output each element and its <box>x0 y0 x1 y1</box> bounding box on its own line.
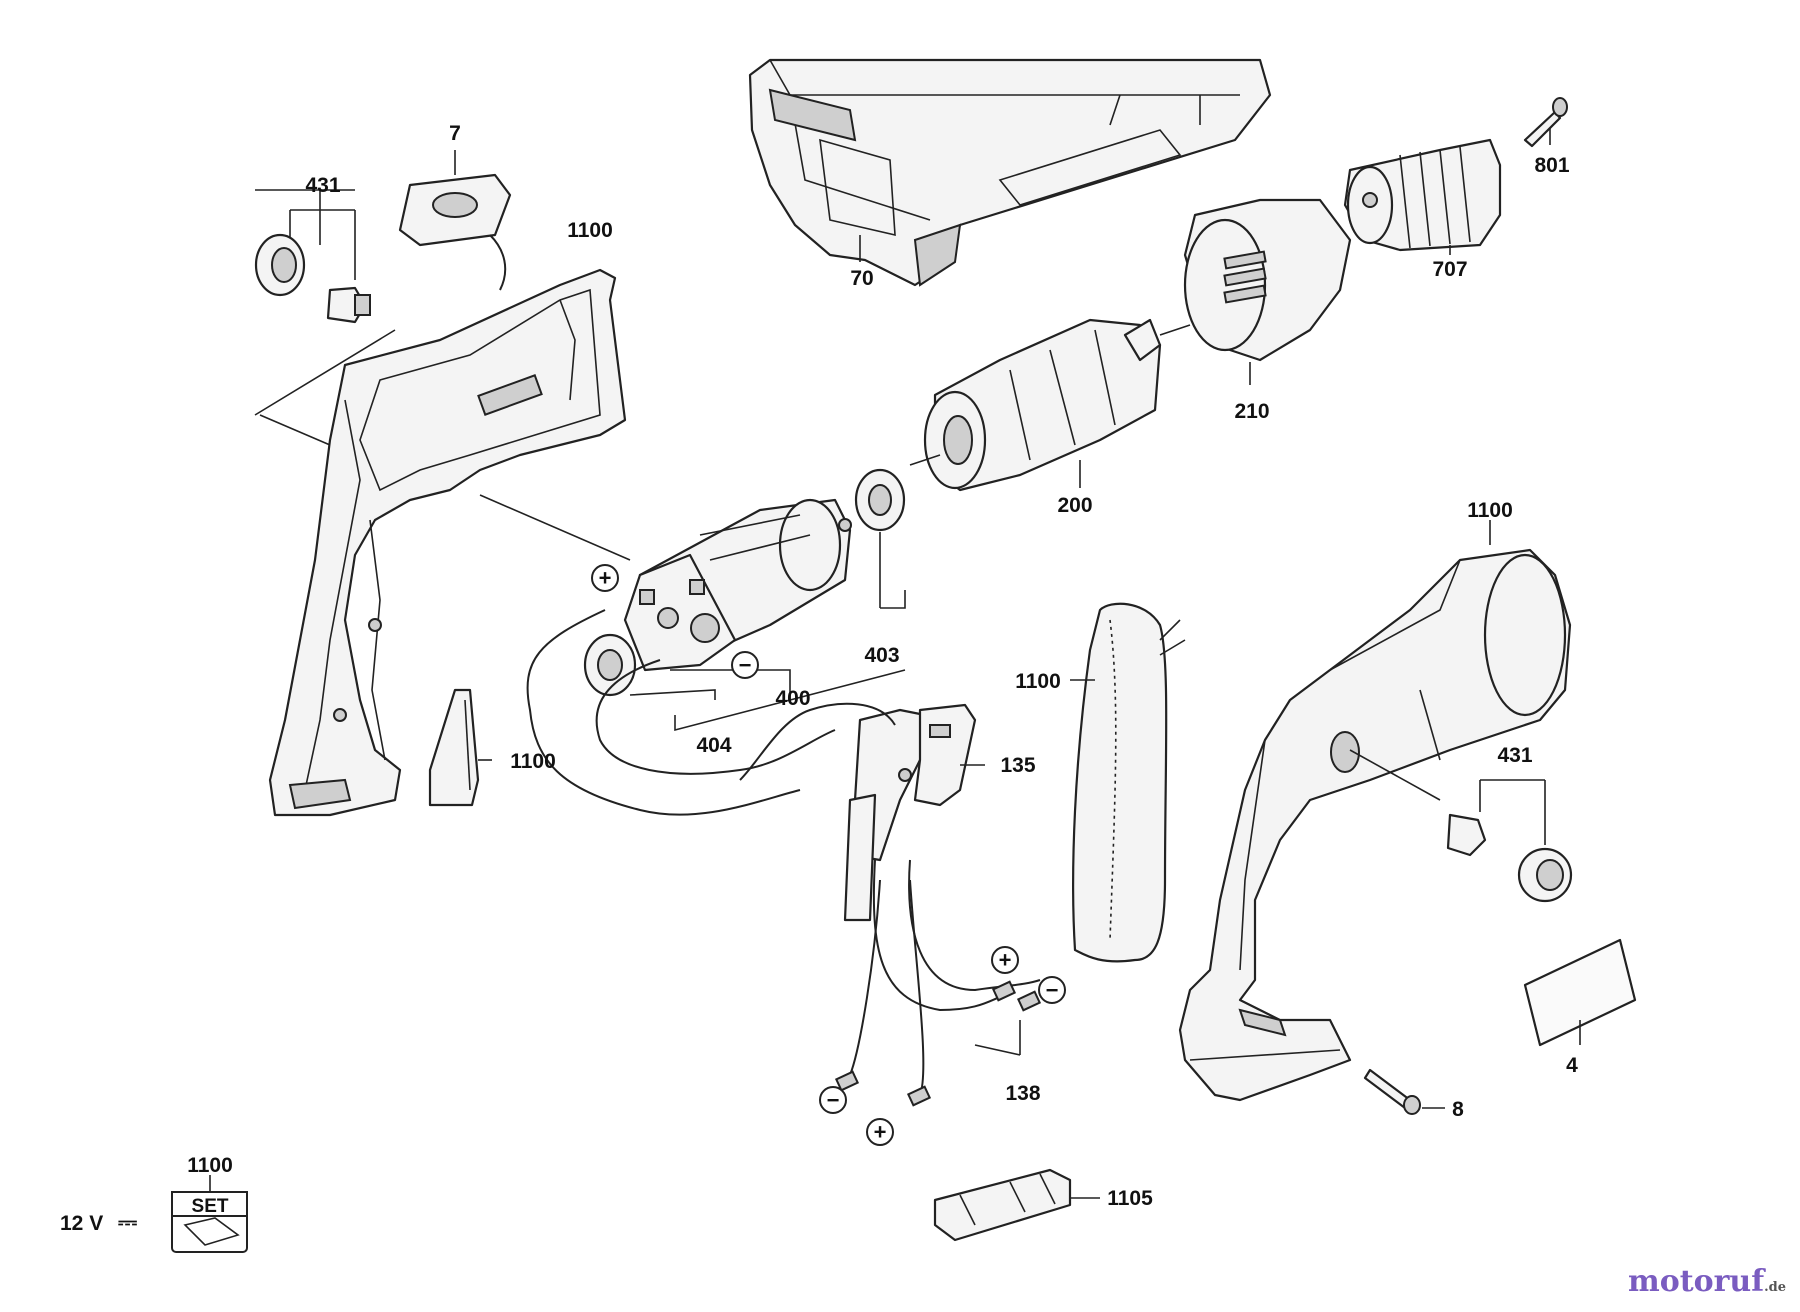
label-1100-grip: 1100 <box>1015 670 1061 693</box>
label-431-top: 431 <box>305 174 340 197</box>
set-text: SET <box>192 1196 229 1217</box>
bearing-ring-right <box>1517 847 1573 903</box>
label-707: 707 <box>1432 258 1467 281</box>
gearbox <box>923 318 1191 492</box>
label-135: 135 <box>1000 754 1035 777</box>
bearing-404 <box>583 633 637 697</box>
carry-case <box>748 58 1272 287</box>
label-7: 7 <box>449 122 461 145</box>
label-4: 4 <box>1566 1054 1578 1077</box>
watermark: motoruf.de <box>1628 1264 1786 1299</box>
housing-clip <box>428 688 480 807</box>
plus-sign: + <box>599 566 612 591</box>
front-collar <box>1183 198 1352 362</box>
polarity-minus-wire-b: − <box>819 1086 847 1114</box>
label-200: 200 <box>1057 494 1092 517</box>
housing-half-right <box>1178 548 1572 1102</box>
polarity-minus-wire-a: − <box>1038 976 1066 1004</box>
bearing-403 <box>854 468 906 532</box>
label-1100-housing-left: 1100 <box>567 219 613 242</box>
plus-sign: + <box>999 948 1012 973</box>
bearing-ring-top <box>254 233 306 297</box>
label-400: 400 <box>775 687 810 710</box>
label-403: 403 <box>864 644 899 667</box>
polarity-plus-motor: + <box>591 564 619 592</box>
label-1100-housing-right: 1100 <box>1467 499 1513 522</box>
trigger-switch <box>739 702 977 922</box>
watermark-brand: motoruf <box>1627 1264 1765 1299</box>
screw-801 <box>1523 97 1568 148</box>
label-1100-set: 1100 <box>187 1154 233 1177</box>
motor <box>623 498 852 672</box>
set-badge <box>171 1175 248 1253</box>
dc-symbol: ⎓ <box>118 1209 137 1236</box>
polarity-plus-wire-a: + <box>991 946 1019 974</box>
label-70: 70 <box>850 267 873 290</box>
label-801: 801 <box>1534 154 1569 177</box>
label-138: 138 <box>1005 1082 1040 1105</box>
label-431-right: 431 <box>1497 744 1532 767</box>
minus-sign: − <box>827 1088 840 1113</box>
screw-8 <box>1363 1068 1421 1115</box>
polarity-plus-wire-b: + <box>866 1118 894 1146</box>
battery-adapter <box>933 1168 1072 1242</box>
housing-half-left <box>268 268 627 817</box>
minus-sign: − <box>739 653 752 678</box>
plug-small-right <box>1446 813 1487 857</box>
label-8: 8 <box>1452 1098 1464 1121</box>
drill-chuck <box>1343 138 1502 252</box>
label-1105: 1105 <box>1107 1187 1153 1210</box>
minus-sign: − <box>1046 978 1059 1003</box>
voltage-label: 12 V <box>60 1212 103 1235</box>
label-404: 404 <box>696 734 731 757</box>
switch-cover <box>398 173 512 291</box>
plug-small-top <box>326 286 371 324</box>
battery-wires <box>834 859 1042 1107</box>
nameplate <box>1523 938 1637 1047</box>
label-1100-clip: 1100 <box>510 750 556 773</box>
plus-sign: + <box>874 1120 887 1145</box>
watermark-suffix: .de <box>1764 1280 1786 1295</box>
label-210: 210 <box>1234 400 1269 423</box>
soft-grip <box>1072 602 1186 963</box>
polarity-minus-motor: − <box>731 651 759 679</box>
